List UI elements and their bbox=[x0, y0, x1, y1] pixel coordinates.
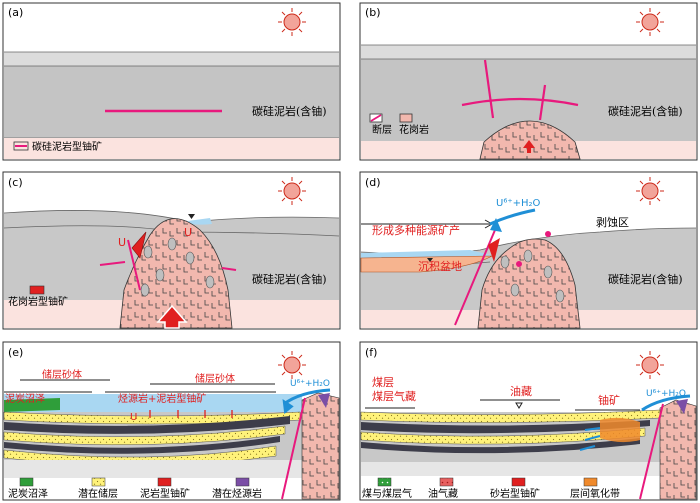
sun-icon bbox=[636, 8, 664, 36]
legend-f-label-4: 层间氧化带 bbox=[570, 487, 620, 500]
panel-d-label: (d) bbox=[365, 176, 381, 189]
legend-label-a: 碳硅泥岩型铀矿 bbox=[32, 140, 102, 153]
panel-e: (e) 泥炭沼泽 储层砂体 储层砂体 烃源岩+泥岩型铀矿 U⁶⁺+H₂O U 泥… bbox=[2, 341, 341, 501]
rock-label-d: 碳硅泥岩(含铀) bbox=[608, 272, 683, 286]
legend-e-swatch-1 bbox=[19, 477, 34, 487]
legend-e: 泥炭沼泽 潜在储层 泥岩型铀矿 潜在烃源岩 bbox=[8, 477, 262, 500]
panel-d: (d) 形成多种能源矿产 沉积盆地 剥蚀区 U⁶⁺+H₂O 碳硅泥岩(含铀) bbox=[359, 171, 698, 330]
form-energy-label: 形成多种能源矿产 bbox=[372, 223, 460, 237]
coal-seam-label: 煤层 bbox=[372, 376, 394, 389]
legend-f-label-2: 油气藏 bbox=[428, 487, 458, 500]
legend-f-swatch-3 bbox=[511, 477, 526, 487]
oil-pool-label: 油藏 bbox=[510, 384, 532, 398]
reservoir-label-1: 储层砂体 bbox=[42, 368, 82, 381]
panel-c: (c) U U 碳硅泥岩(含铀) 花岗岩型铀矿 bbox=[2, 171, 341, 330]
swamp-label: 泥炭沼泽 bbox=[5, 392, 45, 405]
oxidation-zone bbox=[600, 417, 640, 443]
legend-e-swatch-3 bbox=[157, 477, 172, 487]
panel-c-label: (c) bbox=[8, 176, 23, 189]
legend-e-label-1: 泥炭沼泽 bbox=[8, 487, 48, 500]
uranium-ore-label: 铀矿 bbox=[598, 393, 620, 407]
legend-swatch-c bbox=[29, 285, 45, 295]
u-label-e: U bbox=[130, 412, 137, 423]
sun-icon bbox=[636, 177, 664, 205]
rock-label-b: 碳硅泥岩(含铀) bbox=[608, 104, 683, 118]
source-uranium-label: 烃源岩+泥岩型铀矿 bbox=[118, 392, 206, 405]
water-label-d: U⁶⁺+H₂O bbox=[496, 198, 541, 209]
panel-a: (a) 碳硅泥岩(含铀) 碳硅泥岩型铀矿 bbox=[2, 2, 341, 161]
uplift-arrow-c bbox=[156, 304, 188, 329]
sun-icon bbox=[278, 351, 306, 379]
panel-f: (f) 煤层 煤层气藏 油藏 铀矿 U⁶⁺+H₂O 煤与煤层气 油气藏 砂岩型铀… bbox=[359, 341, 698, 501]
sedimentary-basin bbox=[360, 255, 493, 273]
legend-e-label-2: 潜在储层 bbox=[78, 487, 118, 500]
rock-label-c: 碳硅泥岩(含铀) bbox=[252, 272, 327, 286]
sun-icon bbox=[636, 351, 664, 379]
water-flow-arrow-d bbox=[489, 208, 536, 226]
legend-e-swatch-2 bbox=[91, 477, 106, 487]
legend-f-swatch-1 bbox=[377, 477, 392, 487]
legend-granite-swatch bbox=[399, 113, 413, 123]
water-label-f: U⁶⁺+H₂O bbox=[646, 389, 686, 399]
legend-e-label-4: 潜在烃源岩 bbox=[212, 487, 262, 500]
u-label-c2: U bbox=[184, 226, 192, 239]
rock-label-a: 碳硅泥岩(含铀) bbox=[252, 104, 327, 118]
reservoir-label-2: 储层砂体 bbox=[195, 372, 235, 385]
legend-label-c: 花岗岩型铀矿 bbox=[8, 295, 68, 308]
panel-b-label: (b) bbox=[365, 6, 381, 19]
sun-icon bbox=[278, 177, 306, 205]
legend-f-label-3: 砂岩型铀矿 bbox=[490, 487, 540, 500]
legend-e-label-3: 泥岩型铀矿 bbox=[140, 487, 190, 500]
panel-e-label: (e) bbox=[8, 346, 23, 359]
coalbed-gas-label: 煤层气藏 bbox=[372, 389, 416, 403]
legend-f-label-1: 煤与煤层气 bbox=[362, 487, 412, 500]
legend-fault-label: 断层 bbox=[372, 123, 392, 136]
legend-granite-label: 花岗岩 bbox=[399, 123, 429, 136]
u-label-c1: U bbox=[118, 236, 126, 249]
legend-f: 煤与煤层气 油气藏 砂岩型铀矿 层间氧化带 bbox=[362, 477, 620, 500]
water-label-e: U⁶⁺+H₂O bbox=[290, 379, 330, 389]
panel-f-label: (f) bbox=[365, 346, 377, 359]
granite-body-b bbox=[479, 120, 581, 160]
water-body-d bbox=[361, 250, 495, 258]
sun-icon bbox=[278, 8, 306, 36]
basin-label: 沉积盆地 bbox=[418, 259, 462, 273]
legend-f-swatch-4 bbox=[583, 477, 598, 487]
legend-e-swatch-4 bbox=[235, 477, 250, 487]
panel-b: (b) 碳硅泥岩(含铀) 断层 花岗岩 bbox=[359, 2, 698, 161]
erosion-label: 剥蚀区 bbox=[596, 215, 629, 229]
granite-uranium-ore bbox=[131, 231, 147, 259]
panel-a-label: (a) bbox=[8, 6, 23, 19]
peat-swamp bbox=[4, 398, 60, 412]
uplift-arrow-b bbox=[523, 140, 535, 153]
legend-f-swatch-2 bbox=[439, 477, 454, 487]
